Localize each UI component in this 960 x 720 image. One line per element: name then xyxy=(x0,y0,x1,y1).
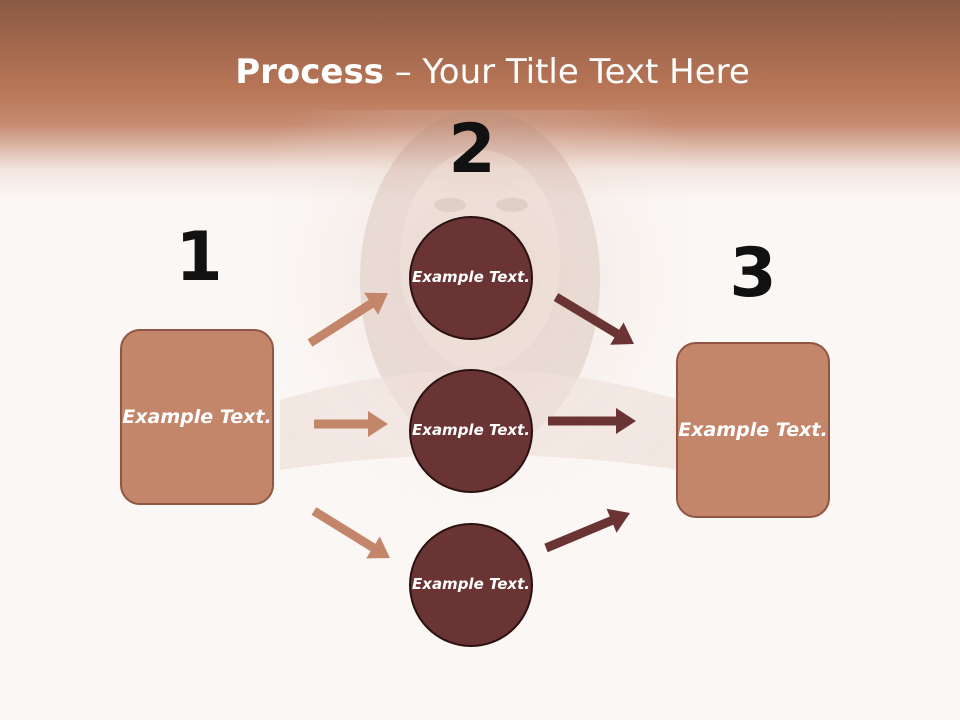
arrow-circle-bottom-to-box3 xyxy=(544,508,630,553)
circle-top: Example Text. xyxy=(409,216,533,340)
step-box-3-text: Example Text. xyxy=(678,418,828,441)
step-box-1-text: Example Text. xyxy=(122,405,272,428)
step-number-3: 3 xyxy=(729,234,777,313)
arrow-box1-to-circle-bottom xyxy=(311,507,390,559)
title-bold: Process xyxy=(235,52,384,92)
slide-title: Process – Your Title Text Here xyxy=(0,52,960,92)
circle-bottom: Example Text. xyxy=(409,523,533,647)
arrow-circle-top-to-box3 xyxy=(553,293,634,345)
step-box-1: Example Text. xyxy=(120,329,274,505)
arrow-box1-to-circle-middle xyxy=(314,411,388,437)
circle-middle: Example Text. xyxy=(409,369,533,493)
arrow-circle-middle-to-box3 xyxy=(548,408,636,434)
arrow-box1-to-circle-top xyxy=(307,292,388,347)
circle-bottom-text: Example Text. xyxy=(412,575,530,594)
step-number-1: 1 xyxy=(175,218,223,297)
step-box-3: Example Text. xyxy=(676,342,830,518)
title-rest: – Your Title Text Here xyxy=(383,52,750,92)
circle-top-text: Example Text. xyxy=(412,268,530,287)
circle-middle-text: Example Text. xyxy=(412,421,530,440)
step-number-2: 2 xyxy=(448,110,496,189)
